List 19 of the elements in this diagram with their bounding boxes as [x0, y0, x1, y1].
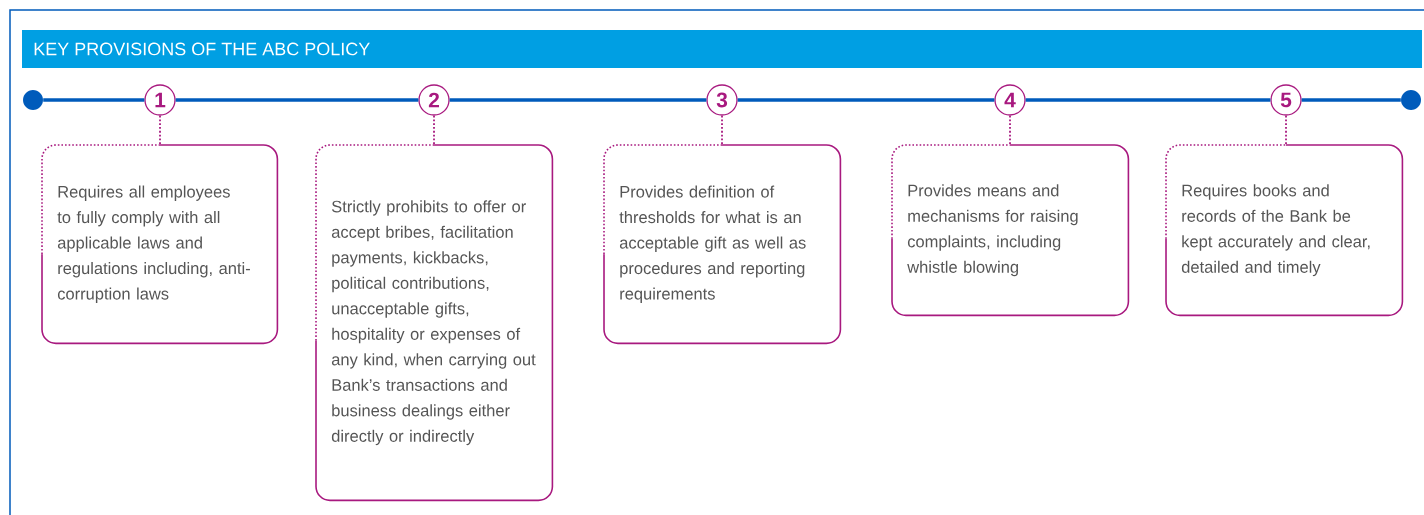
text-box: Strictly prohibits to offer or accept bribes, facilitation payments, kickbacks, political contributions, unacceptable gifts, hospitality or expenses of any kind, when carrying out Bank’s transactions and business dealings either directly or indirectly [315, 144, 554, 502]
timeline-line [43, 98, 145, 102]
title-band: KEY PROVISIONS OF THE ABC POLICY [22, 30, 1422, 68]
timeline-dot [23, 90, 43, 110]
text-box: Requires books and records of the Bank be kept accurately and clear, detailed and timely [1165, 144, 1404, 317]
dotted-connector [1009, 114, 1011, 146]
dotted-connector [1285, 114, 1287, 146]
dotted-connector [721, 114, 723, 146]
timeline-line [449, 98, 707, 102]
timeline-dot [1401, 90, 1421, 110]
timeline-line [1301, 98, 1401, 102]
timeline-line [737, 98, 995, 102]
timeline-line [175, 98, 419, 102]
timeline-line [1025, 98, 1271, 102]
dotted-connector [433, 114, 435, 146]
text-box: Provides definition of thresholds for what is an acceptable gift as well as procedures and reporting requirements [603, 144, 842, 345]
dotted-connector [159, 114, 161, 146]
text-box: Provides means and mechanisms for raising complaints, including whistle blowing [891, 144, 1130, 317]
text-box: Requires all employees to fully comply with all applicable laws and regulations including, anti-corruption laws [41, 144, 279, 345]
